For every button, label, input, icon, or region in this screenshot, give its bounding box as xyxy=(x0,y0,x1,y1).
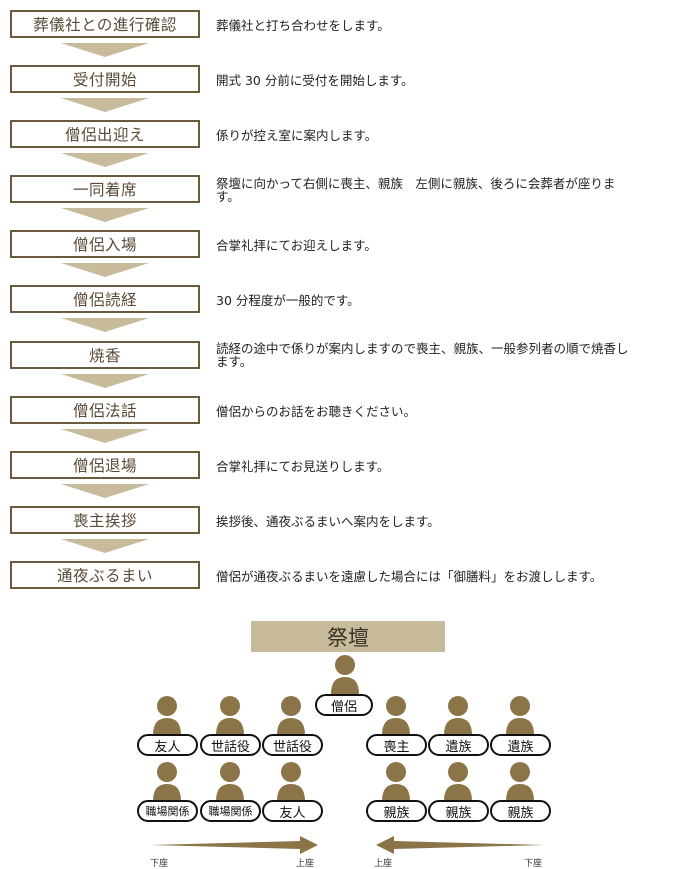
step-description: 係りが控え室に案内します。 xyxy=(216,128,378,143)
seat-right-back: 親族 xyxy=(366,800,427,822)
down-arrow-icon xyxy=(61,153,149,167)
down-arrow-icon xyxy=(61,263,149,277)
person-icon xyxy=(216,762,244,801)
right-arrow-icon xyxy=(150,836,318,854)
down-arrow-icon xyxy=(61,429,149,443)
step-description: 合掌礼拝にてお見送りします。 xyxy=(216,459,390,474)
step-description: 開式 30 分前に受付を開始します。 xyxy=(216,73,414,88)
step-box: 喪主挨拶 xyxy=(10,506,200,534)
altar-label: 祭壇 xyxy=(251,621,445,652)
person-icon xyxy=(382,762,410,801)
down-arrow-icon xyxy=(61,374,149,388)
seat-left-back: 職場関係 xyxy=(137,800,198,822)
step-description: 30 分程度が一般的です。 xyxy=(216,293,360,308)
step-description: 挨拶後、通夜ぶるまいへ案内をします。 xyxy=(216,514,440,529)
seat-right-back: 親族 xyxy=(428,800,489,822)
seat-left-front: 友人 xyxy=(137,734,198,756)
person-icon xyxy=(331,655,359,694)
step-box: 僧侶読経 xyxy=(10,285,200,313)
step-description: 僧侶からのお話をお聴きください。 xyxy=(216,404,417,419)
person-icon xyxy=(382,696,410,735)
seat-right-back: 親族 xyxy=(490,800,551,822)
seat-left-front: 世話役 xyxy=(262,734,323,756)
step-box: 葬儀社との進行確認 xyxy=(10,10,200,38)
seat-high-label: 上座 xyxy=(374,859,393,869)
step-box: 通夜ぶるまい xyxy=(10,561,200,589)
step-description: 読経の途中で係りが案内しますので喪主、親族、一般参列者の順で焼香します。 xyxy=(216,341,629,369)
step-box: 僧侶退場 xyxy=(10,451,200,479)
seat-left-back: 職場関係 xyxy=(200,800,261,822)
step-box: 僧侶入場 xyxy=(10,230,200,258)
seat-left-back: 友人 xyxy=(262,800,323,822)
down-arrow-icon xyxy=(61,484,149,498)
seat-high-label: 上座 xyxy=(296,859,315,869)
step-description: 祭壇に向かって右側に喪主、親族 左側に親族、後ろに会葬者が座ります。 xyxy=(216,176,616,204)
step-box: 一同着席 xyxy=(10,175,200,203)
person-icon xyxy=(444,696,472,735)
seat-left-front: 世話役 xyxy=(200,734,261,756)
person-icon xyxy=(444,762,472,801)
down-arrow-icon xyxy=(61,98,149,112)
person-icon xyxy=(153,696,181,735)
step-box: 僧侶法話 xyxy=(10,396,200,424)
seat-right-front: 遺族 xyxy=(428,734,489,756)
seat-priest: 僧侶 xyxy=(315,694,373,716)
step-box: 受付開始 xyxy=(10,65,200,93)
seat-low-label: 下座 xyxy=(524,859,543,869)
down-arrow-icon xyxy=(61,318,149,332)
step-box: 焼香 xyxy=(10,341,200,369)
person-icon xyxy=(153,762,181,801)
person-icon xyxy=(506,696,534,735)
ceremony-flow: 葬儀社との進行確認 葬儀社と打ち合わせをします。 受付開始 開式 30 分前に受… xyxy=(10,10,629,589)
down-arrow-icon xyxy=(61,539,149,553)
left-arrow-icon xyxy=(376,836,544,854)
person-icon xyxy=(506,762,534,801)
down-arrow-icon xyxy=(61,43,149,57)
person-icon xyxy=(277,762,305,801)
step-description: 僧侶が通夜ぶるまいを遠慮した場合には「御膳料」をお渡しします。 xyxy=(216,569,603,584)
person-icon xyxy=(277,696,305,735)
down-arrow-icon xyxy=(61,208,149,222)
person-icon xyxy=(216,696,244,735)
step-description: 合掌礼拝にてお迎えします。 xyxy=(216,238,377,253)
seat-low-label: 下座 xyxy=(150,859,169,869)
seat-right-front: 遺族 xyxy=(490,734,551,756)
step-description: 葬儀社と打ち合わせをします。 xyxy=(216,18,390,33)
seat-right-front: 喪主 xyxy=(366,734,427,756)
step-box: 僧侶出迎え xyxy=(10,120,200,148)
